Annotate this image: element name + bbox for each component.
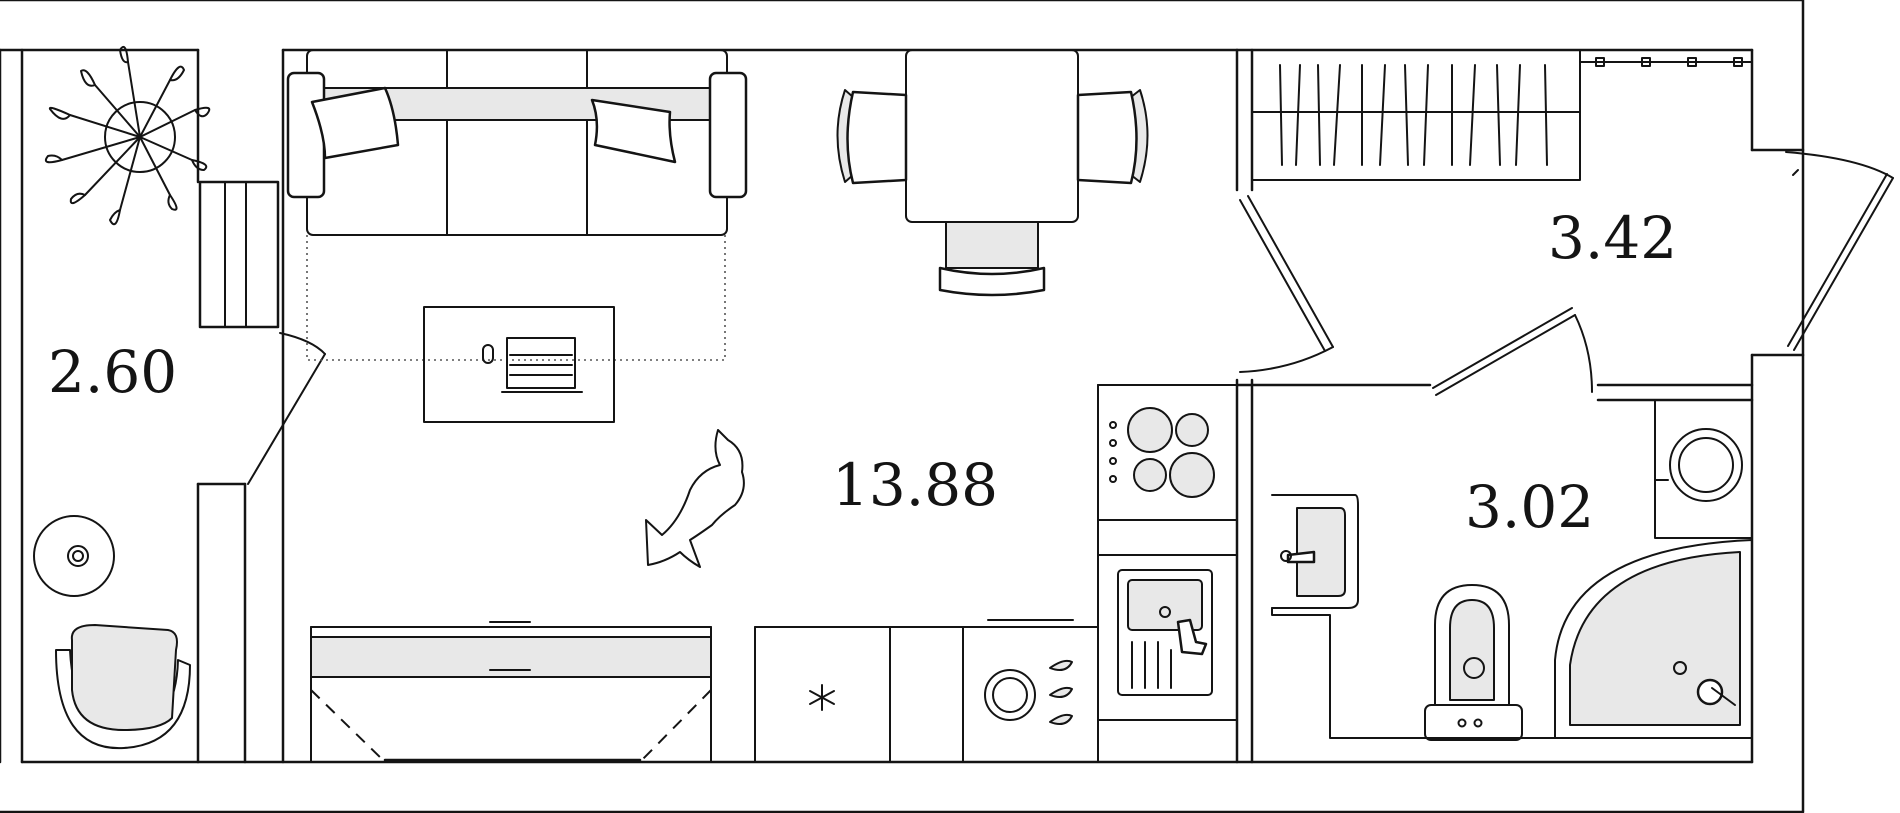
balcony-plant <box>44 46 211 226</box>
sofa <box>286 49 748 236</box>
dining-table <box>836 49 1149 297</box>
balcony-chair <box>55 624 191 750</box>
shower <box>1554 539 1753 739</box>
cat <box>645 429 745 568</box>
bath-washer <box>1654 399 1753 539</box>
kitchen-sink <box>1117 569 1213 696</box>
balcony-table <box>33 515 115 597</box>
toilet <box>1424 584 1523 741</box>
rug <box>306 235 726 361</box>
wardrobe <box>1251 49 1753 181</box>
room-area-hallway: 3.42 <box>1548 204 1677 272</box>
bath-sink <box>1271 494 1556 739</box>
doors <box>247 151 1894 485</box>
room-area-balcony: 2.60 <box>48 338 177 406</box>
washing-machine <box>984 619 1074 725</box>
cabinet <box>310 621 712 763</box>
room-area-living: 13.88 <box>832 451 998 519</box>
coffee-table <box>423 306 615 423</box>
room-area-bathroom: 3.02 <box>1465 473 1594 541</box>
fridge-star <box>809 684 835 711</box>
stove <box>1097 384 1238 521</box>
